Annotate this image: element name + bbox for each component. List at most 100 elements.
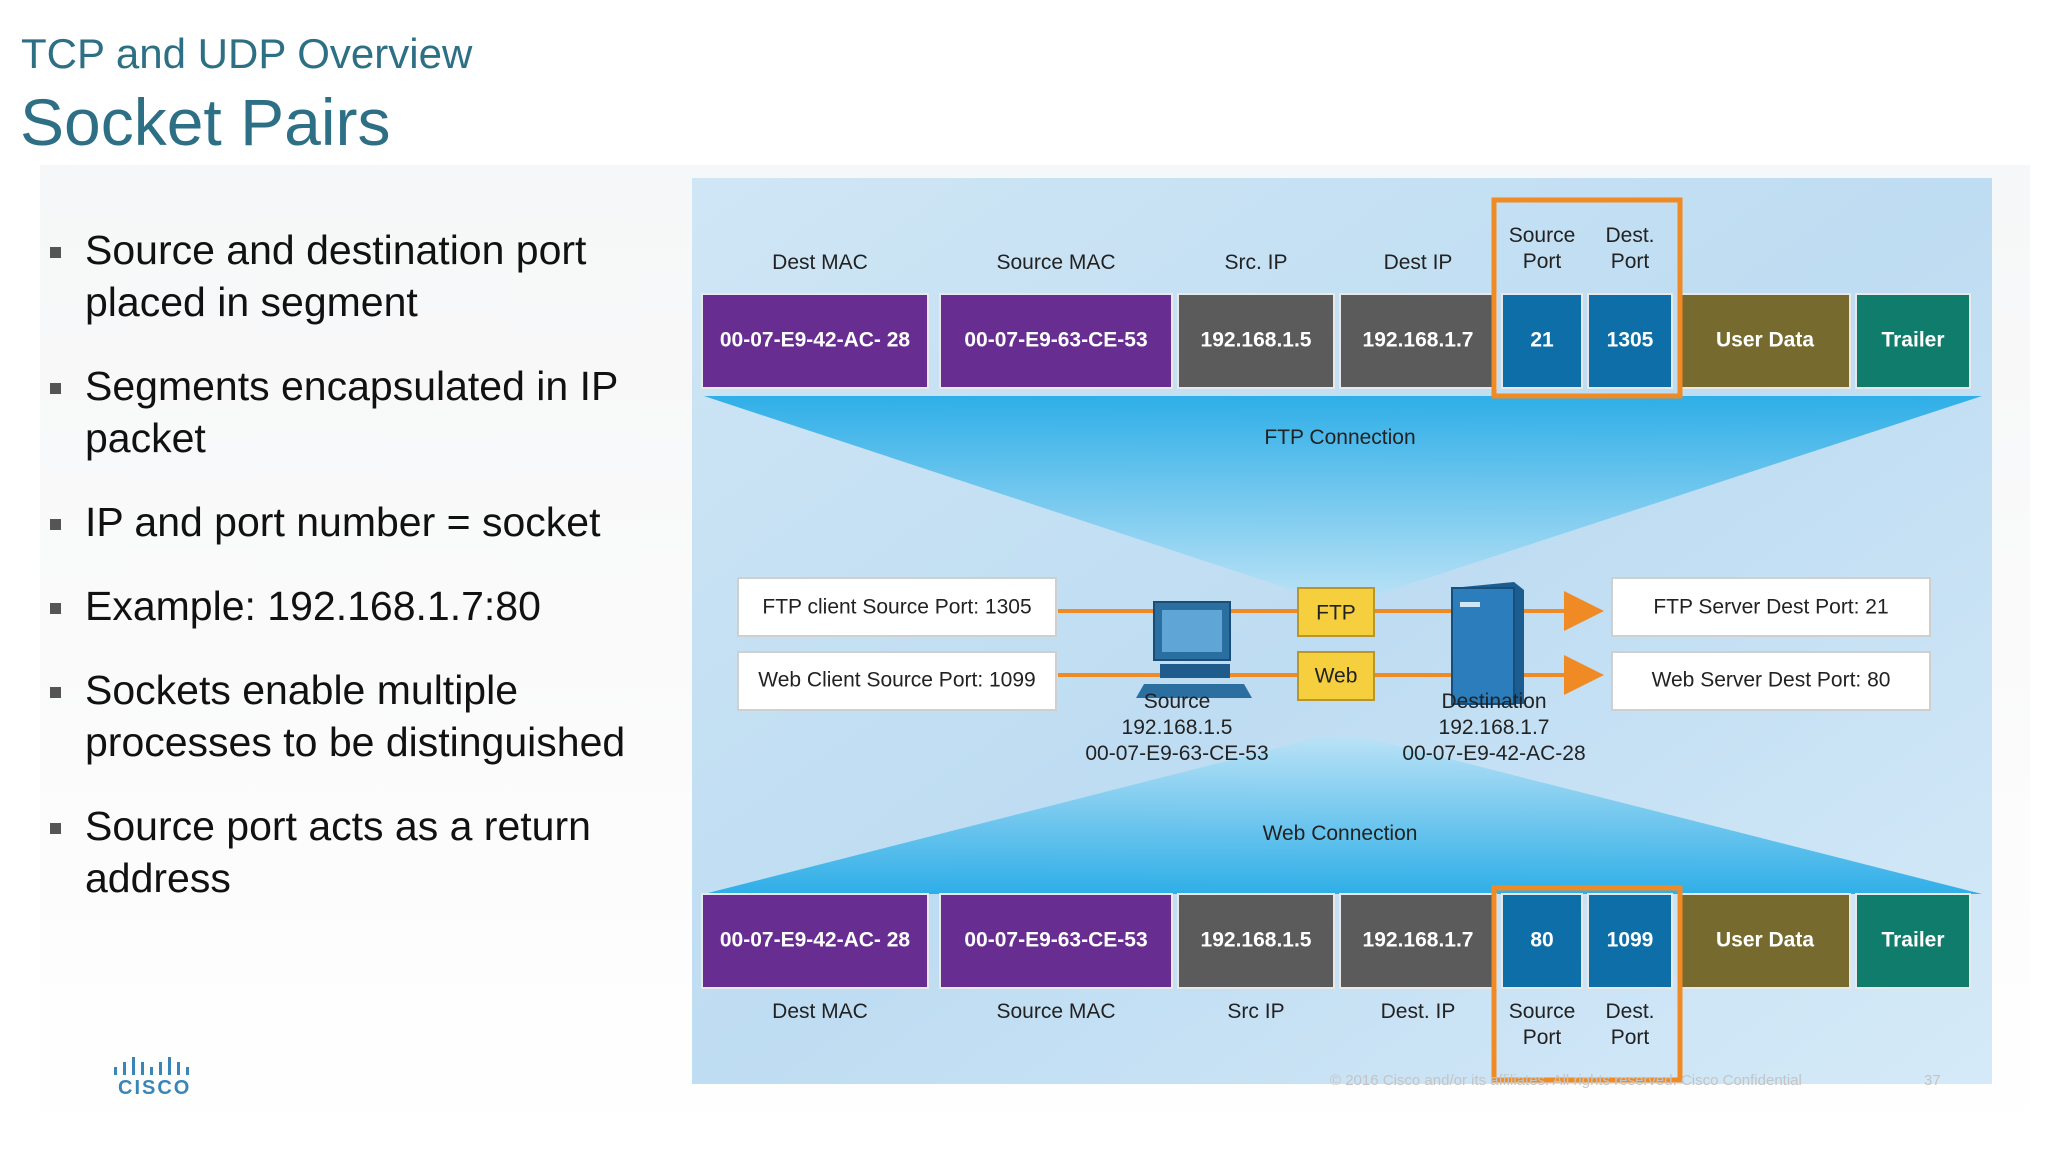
value-user-data: User Data — [1716, 329, 1814, 352]
bottom-value-dest-mac: 00-07-E9-42-AC- 28 — [720, 929, 911, 952]
cell-source-port — [1501, 293, 1583, 389]
bottom-port-highlight-box — [1491, 885, 1683, 1083]
bottom-cell-source-mac — [939, 893, 1173, 989]
bottom-header-src-ip: Src IP — [1227, 1000, 1284, 1023]
cisco-bars-icon — [114, 1057, 189, 1075]
header-dest-port: Dest.Port — [1605, 224, 1654, 273]
bullet-text: Segments encapsulated in IP packet — [85, 363, 618, 461]
bottom-frame: 00-07-E9-42-AC- 28 00-07-E9-63-CE-53 192… — [701, 885, 1971, 1083]
bottom-header-dest-port: Dest.Port — [1605, 1000, 1654, 1049]
bottom-value-dest-ip: 192.168.1.7 — [1363, 929, 1474, 952]
cisco-wordmark: CISCO — [118, 1077, 192, 1099]
bullet-item: Example: 192.168.1.7:80 — [48, 580, 678, 632]
left-box-ftp-text: FTP client Source Port: 1305 — [762, 596, 1031, 619]
value-trailer: Trailer — [1881, 329, 1944, 352]
right-box-ftp: FTP Server Dest Port: 21 — [1611, 577, 1931, 637]
bottom-cell-src-ip — [1177, 893, 1335, 989]
cell-source-mac — [939, 293, 1173, 389]
web-tag-bg — [1297, 651, 1375, 701]
cell-src-ip — [1177, 293, 1335, 389]
bullet-square-icon — [50, 823, 61, 834]
ftp-tag-bg — [1297, 587, 1375, 637]
right-box-web: Web Server Dest Port: 80 — [1611, 651, 1931, 711]
bullet-text: Sockets enable multiple processes to be … — [85, 667, 626, 765]
header-dest-ip: Dest IP — [1384, 251, 1453, 274]
bottom-header-dest-ip: Dest. IP — [1381, 1000, 1456, 1023]
source-mac: 00-07-E9-63-CE-53 — [1085, 742, 1268, 765]
bullet-text: Source port acts as a return address — [85, 803, 591, 901]
bullet-item: Segments encapsulated in IP packet — [48, 360, 678, 464]
bottom-cell-user-data — [1679, 893, 1851, 989]
source-ip: 192.168.1.5 — [1122, 716, 1233, 739]
value-source-mac: 00-07-E9-63-CE-53 — [964, 329, 1147, 352]
ftp-connection-funnel — [704, 396, 1982, 598]
cell-trailer — [1855, 293, 1971, 389]
socket-pair-diagram: FTP Connection Web Connection Dest MAC S… — [692, 178, 1992, 1084]
bottom-value-src-ip: 192.168.1.5 — [1201, 929, 1312, 952]
value-dest-ip: 192.168.1.7 — [1363, 329, 1474, 352]
left-box-ftp: FTP client Source Port: 1305 — [737, 577, 1057, 637]
web-tag: Web — [1297, 651, 1375, 701]
right-box-ftp-text: FTP Server Dest Port: 21 — [1653, 596, 1888, 619]
cisco-logo: CISCO — [112, 1055, 196, 1105]
bullet-square-icon — [50, 603, 61, 614]
left-box-ftp-bg — [737, 577, 1057, 637]
bullet-text: IP and port number = socket — [85, 499, 601, 545]
bullet-list: Source and destination port placed in se… — [48, 224, 678, 936]
source-label: Source — [1144, 690, 1211, 713]
right-box-web-bg — [1611, 651, 1931, 711]
bullet-square-icon — [50, 519, 61, 530]
bottom-cell-dest-ip — [1339, 893, 1497, 989]
bottom-value-trailer: Trailer — [1881, 929, 1944, 952]
bullet-item: Sockets enable multiple processes to be … — [48, 664, 678, 768]
web-connection-label: Web Connection — [1263, 822, 1418, 845]
right-box-ftp-bg — [1611, 577, 1931, 637]
bullet-text: Example: 192.168.1.7:80 — [85, 583, 541, 629]
bullet-item: IP and port number = socket — [48, 496, 678, 548]
header-src-ip: Src. IP — [1224, 251, 1287, 274]
bullet-square-icon — [50, 383, 61, 394]
value-dest-port: 1305 — [1607, 329, 1654, 352]
left-box-web-text: Web Client Source Port: 1099 — [758, 669, 1035, 692]
header-dest-mac: Dest MAC — [772, 251, 868, 274]
value-dest-mac: 00-07-E9-42-AC- 28 — [720, 329, 911, 352]
bullet-square-icon — [50, 687, 61, 698]
right-box-web-text: Web Server Dest Port: 80 — [1652, 669, 1891, 692]
bottom-header-source-mac: Source MAC — [996, 1000, 1115, 1023]
destination-label: Destination — [1441, 690, 1546, 713]
left-box-web: Web Client Source Port: 1099 — [737, 651, 1057, 711]
left-box-web-bg — [737, 651, 1057, 711]
bullet-square-icon — [50, 247, 61, 258]
cell-dest-mac — [701, 293, 929, 389]
bullet-item: Source port acts as a return address — [48, 800, 678, 904]
bottom-cell-trailer — [1855, 893, 1971, 989]
value-source-port: 21 — [1530, 329, 1554, 352]
section-subtitle: TCP and UDP Overview — [21, 30, 473, 77]
ftp-tag-text: FTP — [1316, 602, 1356, 625]
page-number: 37 — [1924, 1072, 1941, 1089]
value-src-ip: 192.168.1.5 — [1201, 329, 1312, 352]
header-source-mac: Source MAC — [996, 251, 1115, 274]
bullet-item: Source and destination port placed in se… — [48, 224, 678, 328]
ftp-tag: FTP — [1297, 587, 1375, 637]
bottom-cell-dest-port — [1587, 893, 1673, 989]
cell-dest-port — [1587, 293, 1673, 389]
bottom-header-dest-mac: Dest MAC — [772, 1000, 868, 1023]
bottom-cell-dest-mac — [701, 893, 929, 989]
ftp-connection-label: FTP Connection — [1264, 426, 1415, 449]
port-highlight-box — [1491, 197, 1683, 399]
bottom-cell-source-port — [1501, 893, 1583, 989]
web-connection-funnel — [704, 738, 1982, 894]
web-tag-text: Web — [1315, 665, 1358, 688]
page-title: Socket Pairs — [20, 85, 391, 159]
bottom-value-source-port: 80 — [1530, 929, 1553, 952]
bottom-value-user-data: User Data — [1716, 929, 1814, 952]
top-frame: Dest MAC Source MAC Src. IP Dest IP Sour… — [701, 197, 1971, 399]
destination-ip: 192.168.1.7 — [1439, 716, 1550, 739]
bottom-value-dest-port: 1099 — [1607, 929, 1654, 952]
server-icon — [1451, 582, 1524, 705]
computer-icon — [1136, 601, 1252, 698]
bullet-text: Source and destination port placed in se… — [85, 227, 587, 325]
